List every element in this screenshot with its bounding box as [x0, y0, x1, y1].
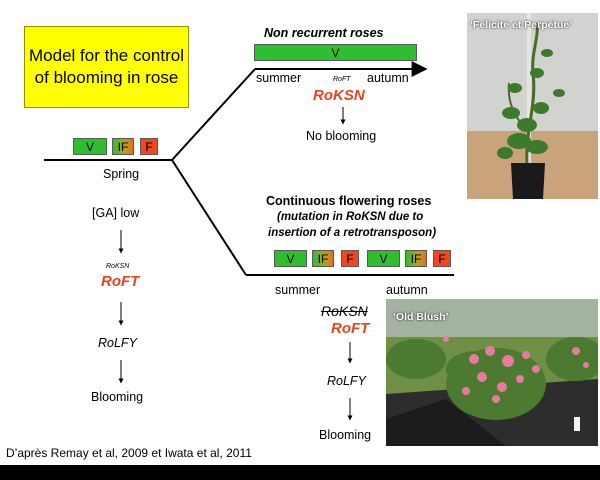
old-blush-photo: ‘Old Blush’: [386, 299, 598, 446]
lower-branch: [171, 159, 247, 276]
summer-label-top: summer: [256, 71, 302, 85]
blooming-label-cont: Blooming: [319, 428, 372, 442]
no-blooming-label: No blooming: [306, 129, 377, 143]
cont-box-if-2: IF: [405, 250, 427, 267]
roksn-struck: RoKSN: [321, 303, 368, 319]
cont-box-f-2: F: [433, 250, 451, 267]
slide: Model for the control of blooming in ros…: [0, 0, 600, 465]
spring-box-f: F: [140, 138, 158, 155]
felicite-perpetue-caption: ‘Félicité et Perpétue’: [470, 19, 573, 31]
continuous-subtitle-2: insertion of a retrotransposon): [268, 227, 437, 239]
diagram-lines: [44, 61, 454, 421]
blooming-label: Blooming: [91, 390, 144, 404]
felicite-perpetue-photo: ‘Félicité et Perpétue’: [467, 13, 598, 199]
rolfy-gene-cont: RoLFY: [327, 374, 366, 388]
spring-box-v: V: [73, 138, 107, 155]
autumn-label-bottom: autumn: [386, 283, 428, 297]
citation: D’après Remay et al, 2009 et Iwata et al…: [6, 446, 252, 460]
continuous-subtitle-1: (mutation in RoKSN due to: [277, 211, 424, 223]
non-recurrent-box-v: V: [254, 44, 417, 61]
spring-label: Spring: [103, 167, 140, 181]
cont-box-if-1: IF: [312, 250, 334, 267]
continuous-heading: Continuous flowering roses: [266, 194, 432, 208]
non-recurrent-heading: Non recurrent roses: [264, 26, 384, 40]
summer-label-bottom: summer: [275, 283, 321, 297]
cont-box-f-1: F: [341, 250, 359, 267]
upper-branch: [171, 68, 256, 161]
roksn-superscript: RoKSN: [106, 263, 130, 270]
title-box: Model for the control of blooming in ros…: [24, 26, 189, 108]
old-blush-image: [386, 299, 598, 446]
rolfy-gene: RoLFY: [98, 336, 137, 350]
roft-gene-cont: RoFT: [331, 320, 370, 337]
ga-low: [GA] low: [92, 206, 140, 220]
title: Model for the control of blooming in ros…: [29, 46, 184, 87]
roksn-gene: RoKSN: [313, 87, 365, 104]
felicite-perpetue-image: [467, 13, 598, 199]
cont-box-v-2: V: [367, 250, 400, 267]
autumn-label-top: autumn: [367, 71, 409, 85]
old-blush-caption: ‘Old Blush’: [393, 311, 449, 323]
cont-box-v-1: V: [274, 250, 307, 267]
roft-gene: RoFT: [101, 273, 140, 290]
roft-superscript: RoFT: [333, 76, 351, 83]
spring-box-if: IF: [112, 138, 134, 155]
